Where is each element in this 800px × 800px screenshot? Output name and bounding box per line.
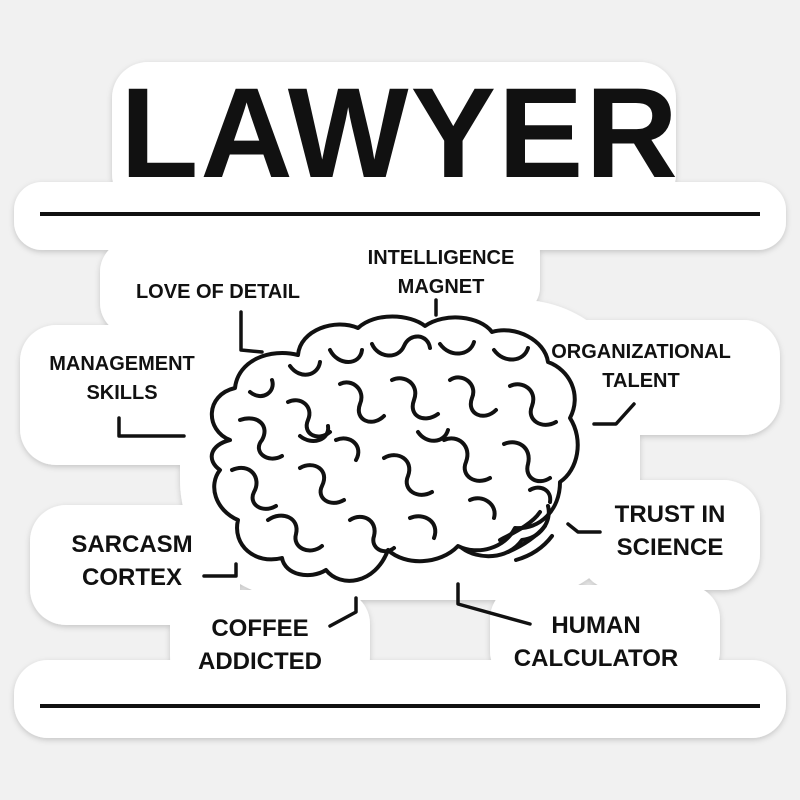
- leader-coffee-addicted: [328, 596, 358, 628]
- label-organizational-talent: ORGANIZATIONAL TALENT: [551, 341, 731, 392]
- label-love-of-detail: LOVE OF DETAIL: [135, 281, 301, 303]
- leader-sarcasm-cortex: [202, 562, 238, 578]
- page-title: LAWYER: [120, 62, 680, 205]
- brain-icon: [209, 314, 580, 583]
- label-human-calculator: HUMAN CALCULATOR: [513, 612, 679, 672]
- label-coffee-addicted: COFFEE ADDICTED: [198, 615, 322, 675]
- label-intelligence-magnet: INTELLIGENCE MAGNET: [367, 247, 515, 298]
- leader-love-of-detail: [239, 310, 264, 354]
- label-management-skills: MANAGEMENT SKILLS: [49, 353, 195, 404]
- leader-human-calculator: [456, 582, 532, 626]
- leader-management-skills: [117, 416, 186, 438]
- label-trust-in-science: TRUST IN SCIENCE: [614, 501, 726, 561]
- leader-organizational-talent: [592, 402, 636, 426]
- leader-trust-in-science: [566, 522, 602, 534]
- label-sarcasm-cortex: SARCASM CORTEX: [71, 531, 193, 591]
